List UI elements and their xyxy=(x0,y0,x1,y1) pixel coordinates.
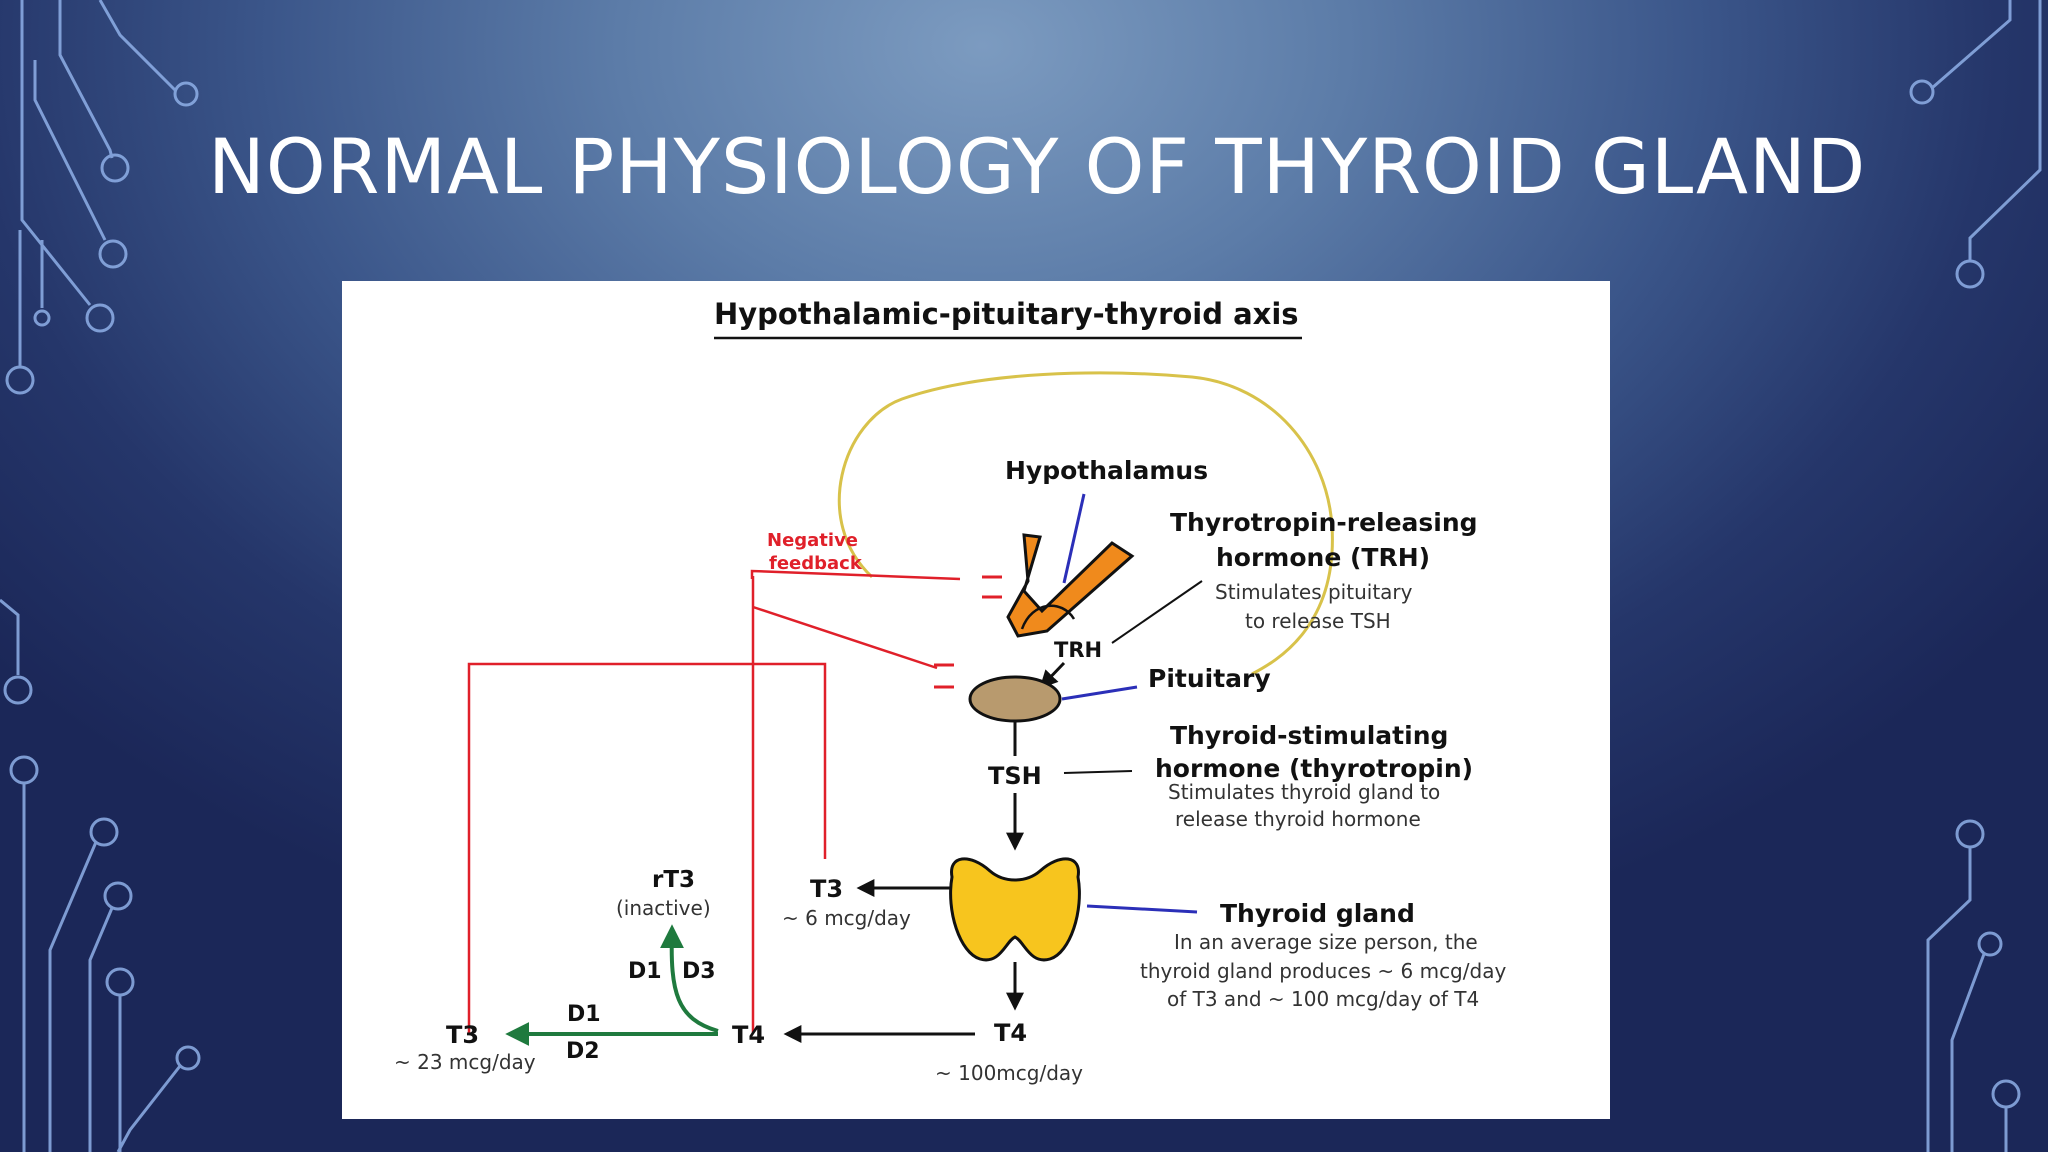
diagram-heading: Hypothalamic-pituitary-thyroid axis xyxy=(714,297,1299,331)
t4-to-rt3-arrow xyxy=(660,924,719,1033)
pituitary-pointer xyxy=(1061,685,1138,701)
slide-title: NORMAL PHYSIOLOGY OF THYROID GLAND xyxy=(208,122,1867,211)
gland-t3-amount: ~ 6 mcg/day xyxy=(782,906,911,930)
hypothalamus-shape xyxy=(1006,533,1135,638)
tsh-desc-line2: release thyroid hormone xyxy=(1175,807,1421,831)
tsh-name-line2: hormone (thyrotropin) xyxy=(1155,754,1473,783)
negative-feedback-label-1: Negative xyxy=(767,530,858,551)
deiodinase-d1-bottom: D1 xyxy=(567,1002,601,1027)
trh-desc-line2: to release TSH xyxy=(1245,609,1391,633)
trh-short-label: TRH xyxy=(1054,638,1102,662)
pituitary-shape xyxy=(968,675,1062,723)
tsh-short-label: TSH xyxy=(988,762,1042,790)
rt3-sub-label: (inactive) xyxy=(616,896,711,920)
tsh-name-line1: Thyroid-stimulating xyxy=(1170,721,1448,750)
deiodinase-d2: D2 xyxy=(566,1039,600,1064)
negative-feedback-label-2: feedback xyxy=(769,553,863,574)
hypothalamus-pointer xyxy=(1062,493,1086,584)
gland-t3-label: T3 xyxy=(810,875,843,903)
feedback-loop-outline xyxy=(837,371,1334,676)
deiodinase-d3: D3 xyxy=(682,959,716,984)
peripheral-t3-amount: ~ 23 mcg/day xyxy=(394,1050,536,1074)
gland-t4-amount: ~ 100mcg/day xyxy=(935,1061,1083,1085)
trh-name-line2: hormone (TRH) xyxy=(1216,543,1430,572)
hypothalamus-label: Hypothalamus xyxy=(1005,456,1208,485)
gland-t4-label: T4 xyxy=(994,1019,1027,1047)
thyroid-gland-shape xyxy=(949,857,1081,962)
trh-curve xyxy=(1020,604,1076,630)
rt3-label: rT3 xyxy=(652,867,695,893)
diagram-panel: Hypothalamic-pituitary-thyroid axis Nega… xyxy=(342,281,1610,1119)
trh-name-line1: Thyrotropin-releasing xyxy=(1170,508,1478,537)
peripheral-t4-label: T4 xyxy=(732,1021,765,1049)
pituitary-label: Pituitary xyxy=(1148,664,1271,693)
tsh-desc-line1: Stimulates thyroid gland to xyxy=(1168,780,1440,804)
feedback-line-t4-pituitary xyxy=(752,605,938,670)
deiodinase-d1-top: D1 xyxy=(628,959,662,984)
thyroid-desc-line1: In an average size person, the xyxy=(1174,930,1478,954)
inhibition-marks xyxy=(934,575,1002,689)
thyroid-desc-line3: of T3 and ~ 100 mcg/day of T4 xyxy=(1167,987,1479,1011)
thyroid-pointer xyxy=(1086,904,1198,914)
peripheral-t3-label: T3 xyxy=(446,1021,479,1049)
thyroid-label: Thyroid gland xyxy=(1220,899,1415,928)
feedback-line-t3 xyxy=(467,662,827,1033)
trh-desc-line1: Stimulates pituitary xyxy=(1215,580,1413,604)
thyroid-desc-line2: thyroid gland produces ~ 6 mcg/day xyxy=(1140,959,1506,983)
trh-pointer xyxy=(1111,580,1203,644)
tsh-pointer xyxy=(1063,770,1133,774)
thyroid-axis-diagram: Hypothalamic-pituitary-thyroid axis Nega… xyxy=(394,297,1506,1085)
